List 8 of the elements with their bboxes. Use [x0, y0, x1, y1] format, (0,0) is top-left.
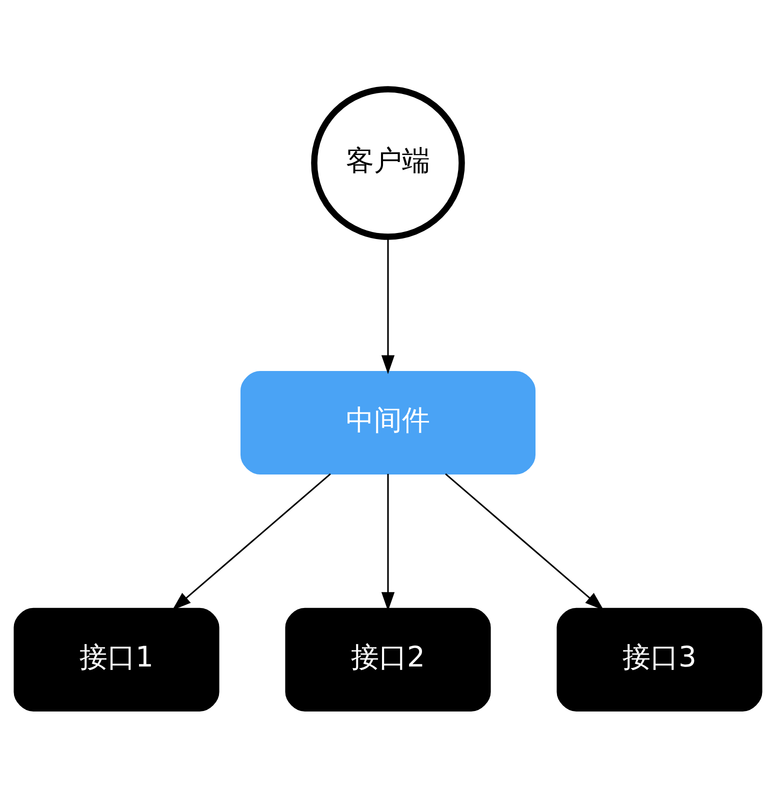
node-box: 中间件 — [240, 370, 536, 475]
arrow — [381, 237, 395, 374]
node-box: 接口1 — [14, 608, 220, 712]
node-box: 接口3 — [556, 608, 762, 712]
arrow — [172, 473, 331, 610]
node-box: 接口2 — [285, 608, 491, 712]
node-circle: 客户端 — [311, 86, 465, 240]
arrow — [445, 473, 604, 610]
